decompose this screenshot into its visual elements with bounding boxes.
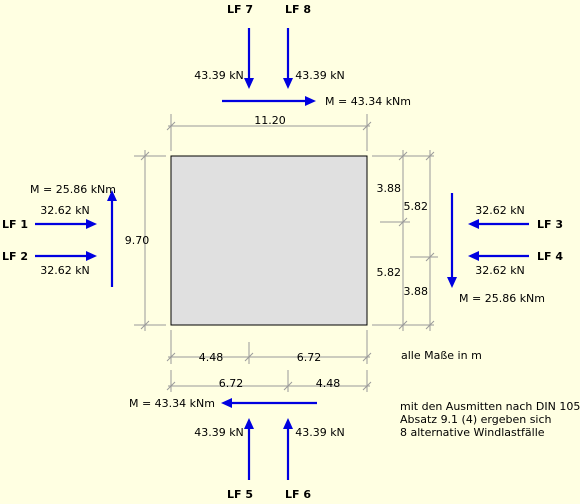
dim-bottom2-right: 4.48 (316, 377, 341, 390)
force-bottom-left: 43.39 kN (194, 426, 244, 439)
note-line-1: mit den Ausmitten nach DIN 1055-4 (400, 400, 580, 413)
arrow-top-right (283, 28, 293, 89)
dim-right-upper-mid: 5.82 (404, 200, 429, 213)
label-lf2: LF 2 (2, 250, 28, 263)
dim-right-bottom: 3.88 (404, 285, 429, 298)
note-units: alle Maße in m (401, 349, 482, 362)
arrow-moment-top (222, 96, 316, 106)
dim-bottom1-left: 4.48 (199, 351, 224, 364)
note-line-3: 8 alternative Windlastfälle (400, 426, 545, 439)
label-lf8: LF 8 (285, 3, 311, 16)
arrow-bottom-right (283, 418, 293, 480)
dim-width: 11.20 (254, 114, 286, 127)
dim-right-lower-mid: 5.82 (377, 266, 402, 279)
label-lf4: LF 4 (537, 250, 563, 263)
arrow-moment-left (107, 190, 117, 287)
force-top-right: 43.39 kN (295, 69, 345, 82)
dim-height: 9.70 (125, 234, 150, 247)
force-bottom-right: 43.39 kN (295, 426, 345, 439)
arrow-left-lower (35, 251, 97, 261)
arrow-left-upper (35, 219, 97, 229)
force-left-lower: 32.62 kN (40, 264, 90, 277)
building-footprint (170, 155, 368, 326)
label-lf1: LF 1 (2, 218, 28, 231)
dim-right-top: 3.88 (377, 182, 402, 195)
force-top-left: 43.39 kN (194, 69, 244, 82)
moment-top: M = 43.34 kNm (325, 95, 411, 108)
label-lf5: LF 5 (227, 488, 253, 501)
label-lf3: LF 3 (537, 218, 563, 231)
dimension-lines (134, 114, 438, 392)
arrow-moment-bottom (221, 398, 317, 408)
force-right-upper: 32.62 kN (475, 204, 525, 217)
moment-bottom: M = 43.34 kNm (129, 397, 215, 410)
arrow-moment-right (447, 193, 457, 288)
dim-bottom2-left: 6.72 (219, 377, 244, 390)
moment-right: M = 25.86 kNm (459, 292, 545, 305)
arrow-bottom-left (244, 418, 254, 480)
label-lf6: LF 6 (285, 488, 311, 501)
moment-left: M = 25.86 kNm (30, 183, 116, 196)
arrow-right-upper (468, 219, 529, 229)
force-right-lower: 32.62 kN (475, 264, 525, 277)
dim-bottom1-right: 6.72 (297, 351, 322, 364)
arrow-right-lower (468, 251, 529, 261)
label-lf7: LF 7 (227, 3, 253, 16)
note-line-2: Absatz 9.1 (4) ergeben sich (400, 413, 552, 426)
force-left-upper: 32.62 kN (40, 204, 90, 217)
arrow-top-left (244, 28, 254, 89)
